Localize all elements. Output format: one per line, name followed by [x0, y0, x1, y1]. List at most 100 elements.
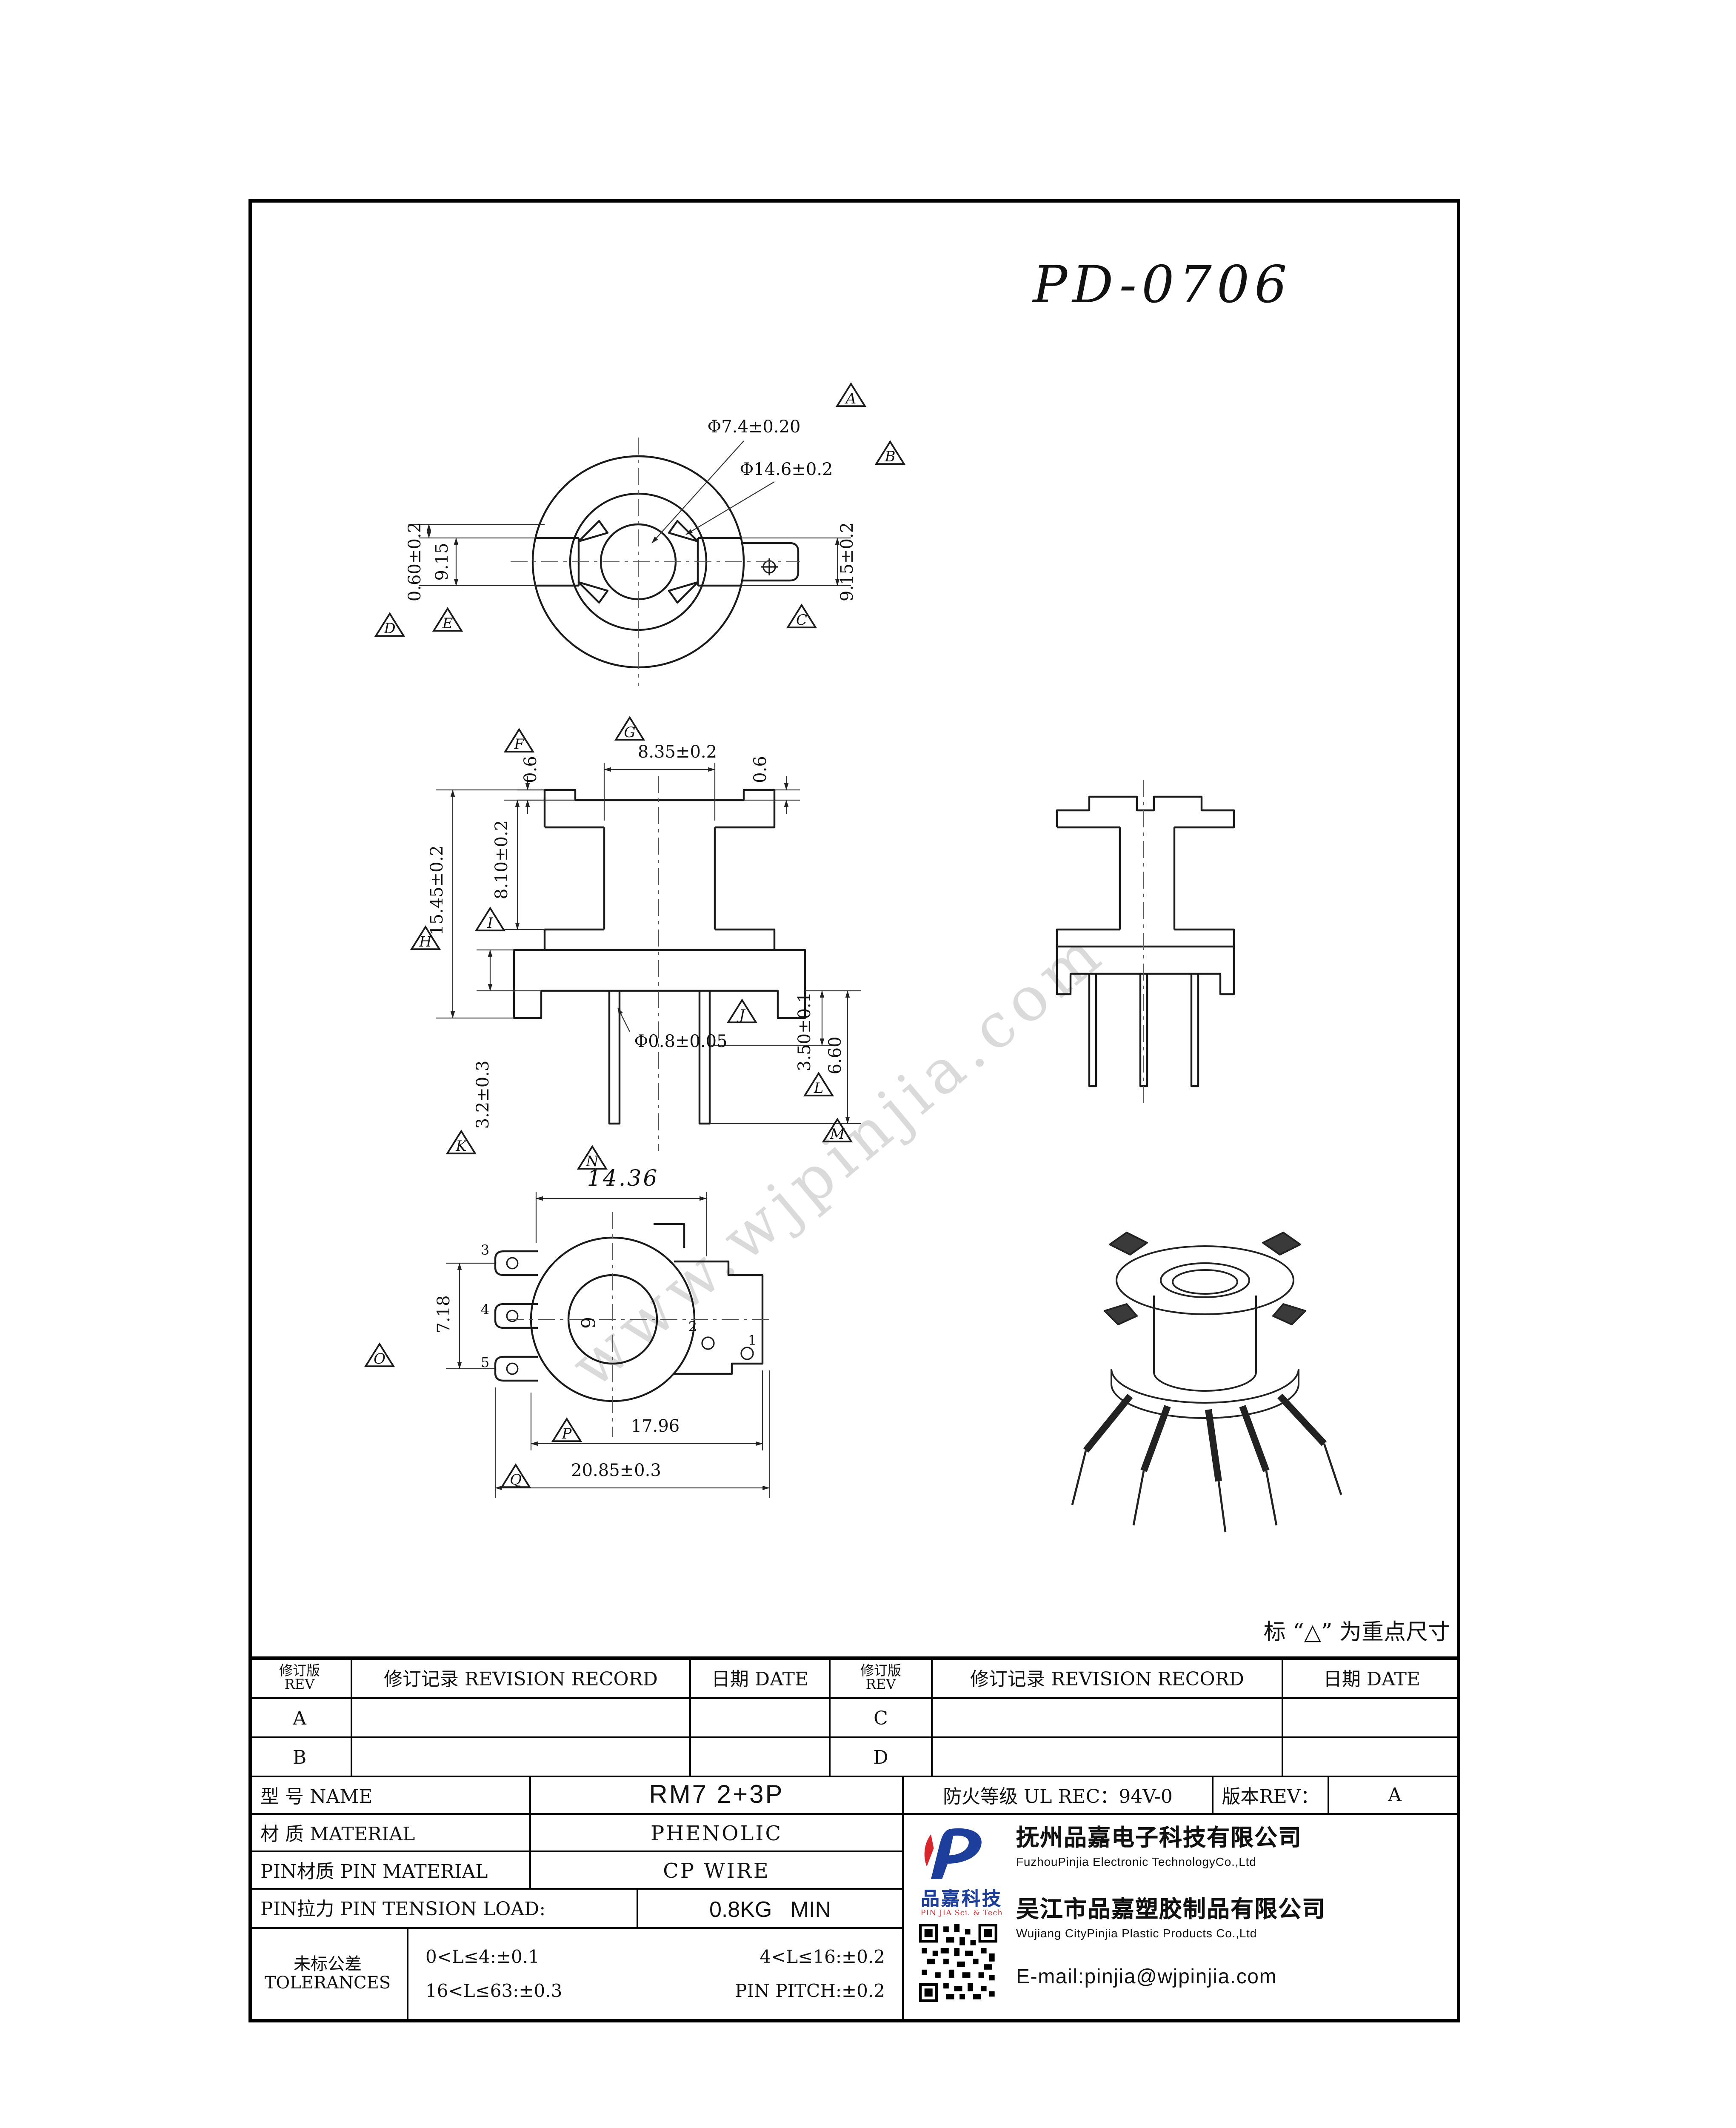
version-label: 版本REV： [1213, 1777, 1329, 1815]
pin-material-value: CP WIRE [531, 1852, 904, 1890]
revision-row-2: B D [248, 1738, 1460, 1777]
dim-front-base-height: 3.2±0.3 [475, 1060, 494, 1129]
key-dim-flag-a: A [836, 381, 866, 409]
tolerance-values: 0<L≤4:±0.1 4<L≤16:±0.2 16<L≤63:±0.3 PIN … [408, 1929, 904, 2022]
dim-top-height-tol: 9.15±0.2 [839, 522, 858, 602]
company-2: 吴江市品嘉塑胶制品有限公司 Wujiang CityPinjia Plastic… [1016, 1896, 1326, 1940]
key-dimension-note: 标 “△” 为重点尺寸 [1263, 1621, 1450, 1646]
company-2-en: Wujiang CityPinjia Plastic Products Co.,… [1016, 1928, 1257, 1940]
company-2-zh: 吴江市品嘉塑胶制品有限公司 [1016, 1896, 1326, 1924]
flag-letter: C [796, 612, 807, 629]
rev-header-2: 修订版 REV [831, 1660, 933, 1699]
date-header: 日期 DATE [691, 1660, 831, 1699]
pin-number-4: 4 [480, 1302, 490, 1318]
tolerance-label-zh: 未标公差 [294, 1956, 362, 1975]
material-value: PHENOLIC [531, 1815, 904, 1852]
key-dim-flag-f: F [504, 727, 534, 754]
rev-cell: A [248, 1699, 352, 1738]
flag-letter: B [885, 449, 896, 466]
fire-rating: 防火等级 UL REC：94V-0 [904, 1777, 1213, 1815]
company-logo: 品嘉科技 PIN JIA Sci. & Tech [916, 1823, 1008, 1919]
rev-header: 修订版 REV [248, 1660, 352, 1699]
date-cell [691, 1738, 831, 1777]
record-header-2: 修订记录 REVISION RECORD [933, 1660, 1283, 1699]
flag-letter: N [586, 1153, 599, 1170]
key-dim-flag-i: I [475, 906, 505, 933]
key-dim-flag-o: O [364, 1341, 395, 1369]
flag-letter: F [514, 736, 524, 753]
dim-bottom-width-total: 20.85±0.3 [571, 1462, 661, 1481]
company-email: E-mail:pinjia@wjpinjia.com [1016, 1965, 1277, 1988]
key-dim-flag-q: Q [500, 1462, 531, 1490]
revision-header-row: 修订版 REV 修订记录 REVISION RECORD 日期 DATE 修订版… [248, 1660, 1460, 1699]
record-cell [933, 1699, 1283, 1738]
bottom-view-centerlines [507, 1212, 769, 1437]
date-cell [691, 1699, 831, 1738]
record-cell [352, 1738, 691, 1777]
date-cell [1283, 1699, 1460, 1738]
company-1-en: FuzhouPinjia Electronic TechnologyCo.,Lt… [1016, 1856, 1256, 1868]
flag-letter: E [442, 615, 453, 632]
key-dim-flag-m: M [822, 1117, 853, 1144]
key-dim-flag-k: K [446, 1129, 477, 1156]
key-dim-flag-h: H [410, 924, 441, 952]
flag-letter: Q [510, 1472, 522, 1489]
dim-front-pin-full: 6.60 [827, 1036, 846, 1075]
key-dim-flag-l: L [803, 1071, 834, 1098]
bottom-view-dimlines [457, 1196, 770, 1490]
drawing-number: PD-0706 [1033, 256, 1292, 316]
dim-bottom-width-mid: 17.96 [631, 1418, 680, 1437]
rev-header-zh: 修订版 [860, 1662, 901, 1678]
name-label: 型 号 NAME [248, 1777, 531, 1815]
pin-material-label: PIN材质 PIN MATERIAL [248, 1852, 531, 1890]
flag-letter: D [384, 621, 396, 638]
tolerance-3: 16<L≤63:±0.3 [425, 1981, 562, 2001]
pinjia-logo-icon [924, 1828, 982, 1879]
pin-number-5: 5 [480, 1355, 490, 1370]
version-value: A [1329, 1777, 1460, 1815]
dim-front-total-height: 15.45±0.2 [429, 845, 448, 935]
dim-top-outer: Φ14.6±0.2 [740, 461, 833, 480]
drawing-frame [248, 199, 1460, 2022]
flag-letter: M [830, 1126, 845, 1143]
top-view-dimlines [426, 440, 840, 586]
pin-number-1: 1 [748, 1333, 757, 1348]
flag-letter: O [374, 1351, 385, 1368]
dim-top-height: 9.15 [434, 543, 453, 581]
flag-letter: I [487, 915, 493, 932]
flag-letter: A [845, 391, 857, 408]
dim-front-neck-width: 8.35±0.2 [637, 744, 717, 763]
front-view-lineart [513, 789, 806, 1125]
company-1-zh: 抚州品嘉电子科技有限公司 [1016, 1825, 1302, 1852]
key-dim-flag-d: D [374, 611, 405, 638]
tolerance-label: 未标公差 TOLERANCES [248, 1929, 408, 2022]
key-dim-flag-n: N [577, 1144, 608, 1171]
key-dim-flag-e: E [432, 606, 463, 633]
date-header-2: 日期 DATE [1283, 1660, 1460, 1699]
material-label: 材 质 MATERIAL [248, 1815, 531, 1852]
key-dim-flag-c: C [786, 603, 817, 630]
name-value: RM7 2+3P [531, 1777, 904, 1815]
flag-letter: K [456, 1138, 467, 1155]
key-dim-flag-p: P [551, 1416, 582, 1444]
bottom-view-extensions [446, 1192, 770, 1498]
bottom-view-lineart [494, 1223, 764, 1402]
dim-bottom-width-top: 14.36 [587, 1167, 659, 1193]
dim-front-pin-dia: Φ0.8±0.05 [634, 1033, 728, 1052]
company-block: 品嘉科技 PIN JIA Sci. & Tech 抚州品嘉电子科技有限公司 Fu… [904, 1815, 1460, 2022]
pin-number-3: 3 [480, 1243, 490, 1258]
record-cell [352, 1699, 691, 1738]
front-view-dimlines [450, 767, 850, 1124]
record-header: 修订记录 REVISION RECORD [352, 1660, 691, 1699]
spec-lower-area: 材 质 MATERIAL PHENOLIC PIN材质 PIN MATERIAL… [248, 1815, 1460, 2022]
tolerance-2: 4<L≤16:±0.2 [760, 1947, 885, 1968]
qr-code [919, 1924, 997, 2002]
rev-cell: B [248, 1738, 352, 1777]
rev-header-en: REV [865, 1677, 896, 1692]
top-view-centerlines [511, 438, 800, 686]
spec-left-table: 材 质 MATERIAL PHENOLIC PIN材质 PIN MATERIAL… [248, 1815, 904, 2022]
dim-front-window-height: 8.10±0.2 [494, 820, 512, 900]
key-dim-flag-g: G [614, 715, 645, 742]
